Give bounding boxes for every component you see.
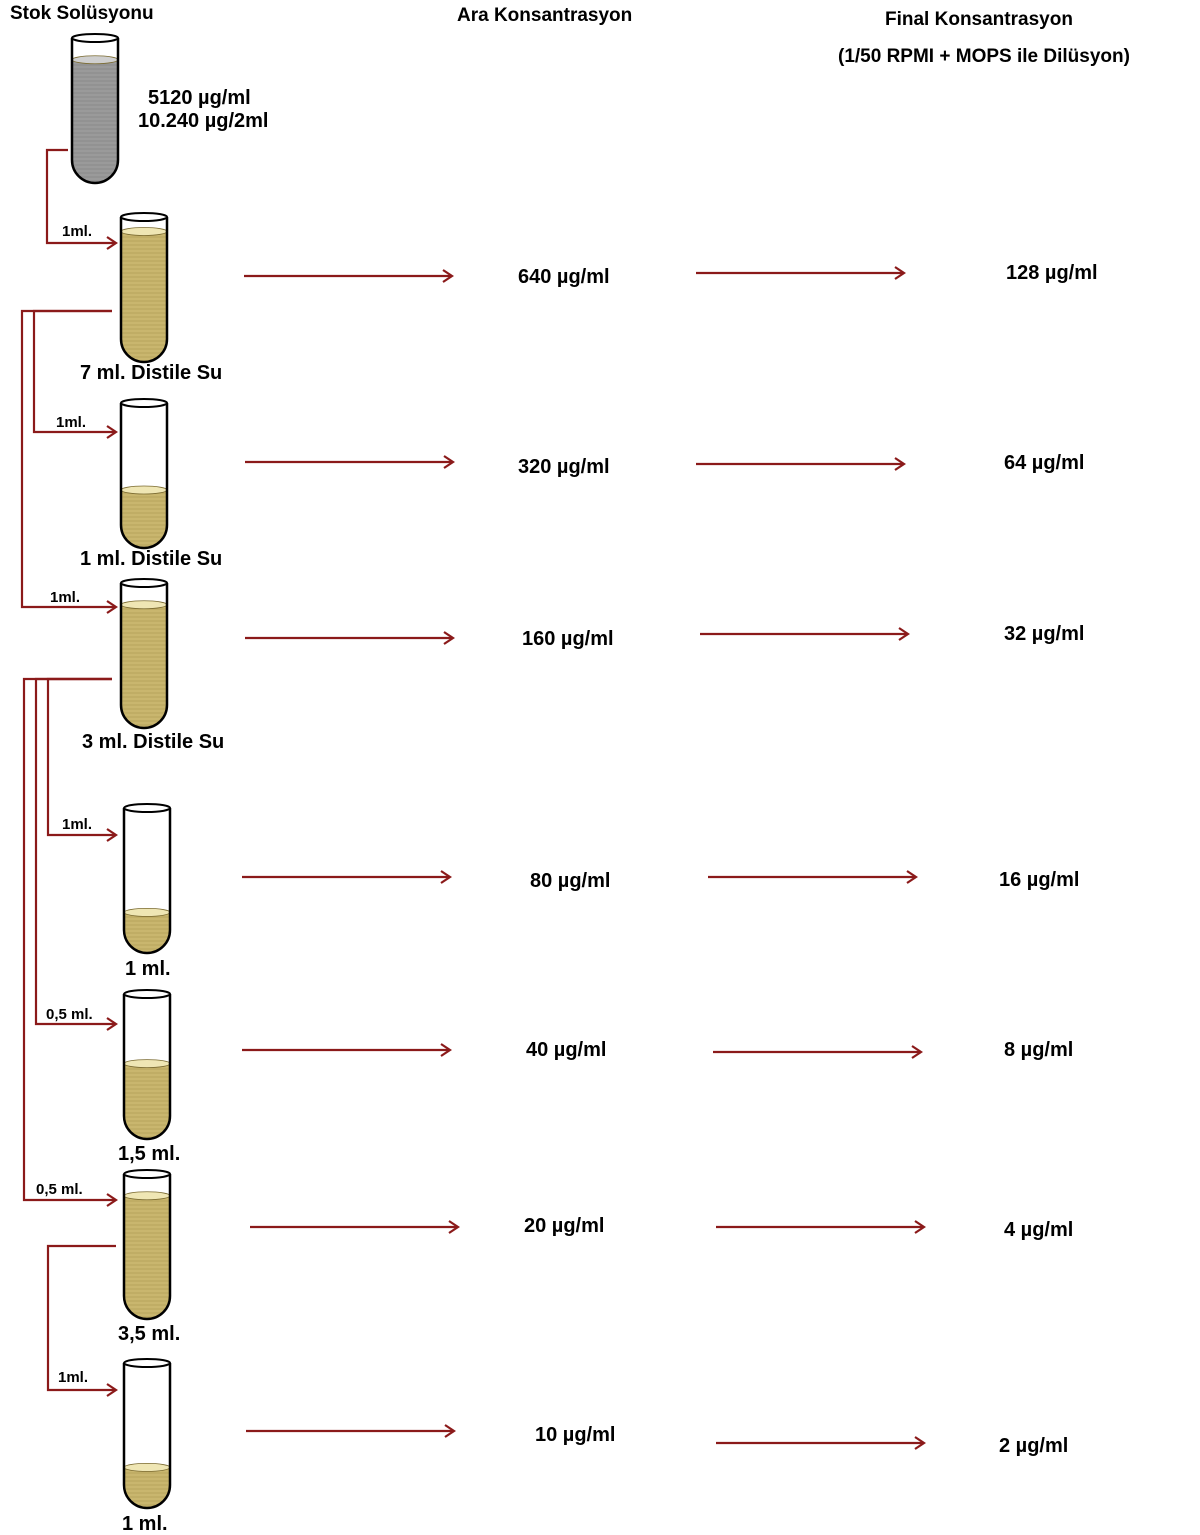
liquid-surface bbox=[121, 486, 167, 494]
liquid-surface bbox=[72, 56, 118, 64]
final-concentration: 4 µg/ml bbox=[1004, 1220, 1073, 1240]
final-concentration: 2 µg/ml bbox=[999, 1436, 1068, 1456]
tube-label: 1 ml. Distile Su bbox=[80, 549, 222, 569]
tube-label: 3 ml. Distile Su bbox=[82, 732, 224, 752]
final-concentration: 8 µg/ml bbox=[1004, 1040, 1073, 1060]
tube-label: 7 ml. Distile Su bbox=[80, 363, 222, 383]
final-concentration: 64 µg/ml bbox=[1004, 453, 1084, 473]
dilution-tube bbox=[121, 399, 167, 548]
intermediate-concentration: 40 µg/ml bbox=[526, 1040, 606, 1060]
tube-label: 3,5 ml. bbox=[118, 1324, 180, 1344]
final-concentration: 128 µg/ml bbox=[1006, 263, 1098, 283]
transfer-volume-label: 1ml. bbox=[50, 590, 80, 605]
dilution-tube bbox=[124, 990, 170, 1139]
tube-liquid bbox=[124, 1064, 170, 1139]
dilution-tube bbox=[121, 213, 167, 362]
transfer-volume-label: 1ml. bbox=[62, 224, 92, 239]
final-concentration: 32 µg/ml bbox=[1004, 624, 1084, 644]
intermediate-concentration: 80 µg/ml bbox=[530, 871, 610, 891]
intermediate-concentration: 160 µg/ml bbox=[522, 629, 614, 649]
tube-label: 1 ml. bbox=[125, 959, 171, 979]
liquid-surface bbox=[121, 601, 167, 609]
intermediate-concentration: 10 µg/ml bbox=[535, 1425, 615, 1445]
tube-liquid bbox=[124, 1196, 170, 1319]
stock-tube bbox=[72, 34, 118, 183]
tube-label: 1 ml. bbox=[122, 1514, 168, 1534]
dilution-tube bbox=[124, 1359, 170, 1508]
transfer-volume-label: 0,5 ml. bbox=[36, 1182, 83, 1197]
dilution-tube bbox=[121, 579, 167, 728]
tube-rim bbox=[124, 804, 170, 812]
tube-rim bbox=[121, 399, 167, 407]
tube-liquid bbox=[121, 490, 167, 548]
liquid-surface bbox=[124, 908, 170, 916]
intermediate-concentration: 640 µg/ml bbox=[518, 267, 610, 287]
tube-liquid bbox=[121, 605, 167, 728]
tube-rim bbox=[124, 1170, 170, 1178]
tube-liquid bbox=[72, 60, 118, 183]
liquid-surface bbox=[124, 1192, 170, 1200]
tube-rim bbox=[72, 34, 118, 42]
liquid-surface bbox=[121, 228, 167, 236]
tube-label: 1,5 ml. bbox=[118, 1144, 180, 1164]
final-concentration: 16 µg/ml bbox=[999, 870, 1079, 890]
tube-rim bbox=[121, 213, 167, 221]
tube-rim bbox=[124, 990, 170, 998]
transfer-volume-label: 1ml. bbox=[58, 1370, 88, 1385]
liquid-surface bbox=[124, 1060, 170, 1068]
transfer-volume-label: 1ml. bbox=[56, 415, 86, 430]
dilution-tube bbox=[124, 1170, 170, 1319]
transfer-volume-label: 0,5 ml. bbox=[46, 1007, 93, 1022]
transfer-volume-label: 1ml. bbox=[62, 817, 92, 832]
tube-rim bbox=[124, 1359, 170, 1367]
tube-liquid bbox=[121, 232, 167, 363]
intermediate-concentration: 320 µg/ml bbox=[518, 457, 610, 477]
intermediate-concentration: 20 µg/ml bbox=[524, 1216, 604, 1236]
tube-rim bbox=[121, 579, 167, 587]
liquid-surface bbox=[124, 1463, 170, 1471]
dilution-tube bbox=[124, 804, 170, 953]
